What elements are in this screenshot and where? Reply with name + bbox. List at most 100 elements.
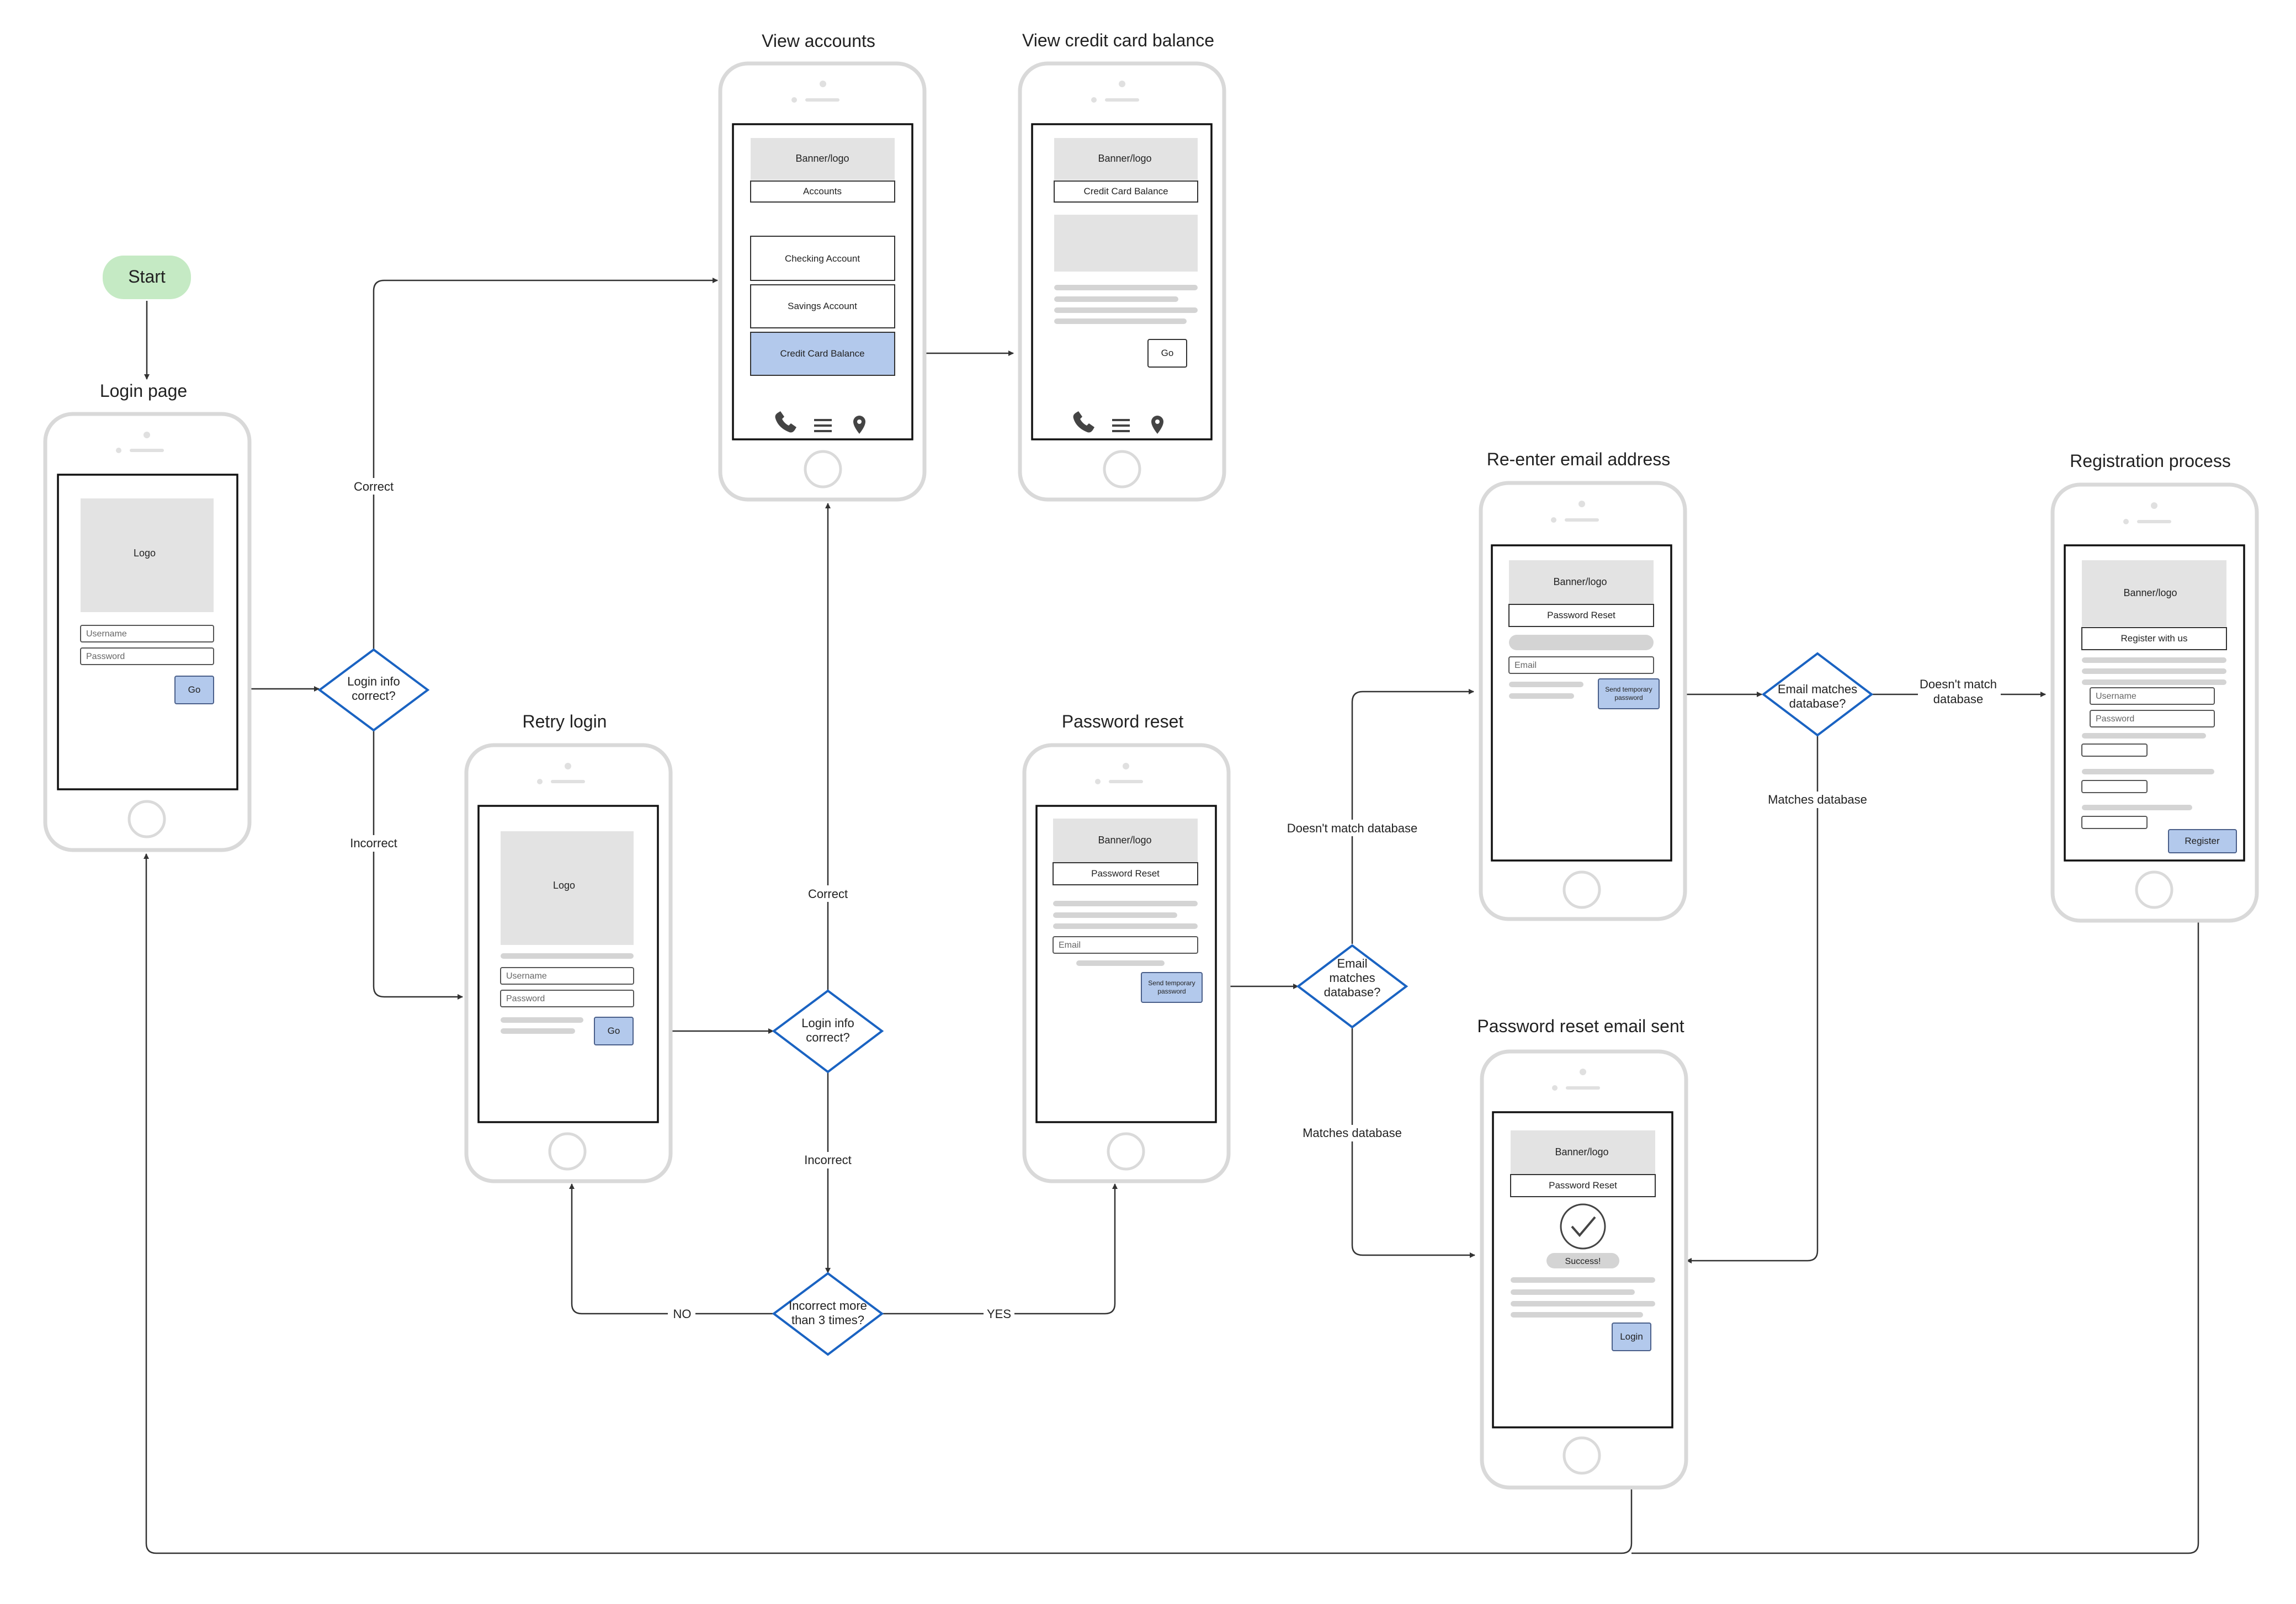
go-button[interactable] (174, 676, 214, 704)
camera-dot (144, 432, 150, 438)
register-button-label: Register (2185, 836, 2220, 846)
label-no: NO (673, 1307, 692, 1321)
image-placeholder (1054, 215, 1198, 272)
success-badge (1546, 1253, 1619, 1268)
username-placeholder: Username (86, 629, 127, 639)
username-placeholder: Username (506, 971, 547, 981)
send-temporary-password-line2: password (1157, 987, 1186, 995)
connector-correct-to-accounts (373, 278, 718, 651)
logo-placeholder (501, 831, 634, 945)
decision-email-check: Email matches database? (1296, 944, 1409, 1029)
location-pin-icon[interactable] (853, 416, 865, 434)
username-field[interactable] (500, 967, 634, 985)
frame-reenter-email: Re-enter email address Banner/logo Passw… (1479, 449, 1687, 921)
username-field[interactable] (80, 625, 214, 642)
label-matches-2: Matches database (1768, 793, 1867, 806)
frame-password-reset: Password reset Banner/logo Password Rese… (1022, 711, 1231, 1183)
phone-icon[interactable] (775, 411, 797, 433)
register-button[interactable] (2168, 829, 2237, 853)
camera-dot (1580, 1069, 1586, 1075)
login-button[interactable] (1612, 1322, 1651, 1351)
location-pin-icon[interactable] (1151, 416, 1163, 434)
decision-email-check-line2: matches (1329, 971, 1375, 985)
decision-retry-check: Login info correct? (772, 989, 884, 1074)
form-field[interactable] (2081, 816, 2148, 829)
decision-email-check-2: Email matches database? (1761, 652, 1874, 737)
start-label: Start (128, 267, 166, 286)
menu-icon[interactable] (814, 419, 832, 432)
send-temporary-password-line2: password (1614, 694, 1643, 702)
screen-header (1054, 180, 1198, 203)
username-field[interactable] (2090, 687, 2215, 705)
decision-retry-check-line1: Login info (801, 1016, 854, 1030)
camera-dot (820, 81, 826, 87)
text-line (2082, 733, 2206, 739)
label-doesnt-match-2b: database (1933, 692, 1984, 706)
text-line (1509, 682, 1583, 687)
checking-account-row[interactable] (750, 236, 895, 281)
form-field[interactable] (2081, 780, 2148, 793)
frame-title: Registration process (2070, 451, 2231, 471)
connector-no-to-retry (569, 1183, 773, 1315)
label-doesnt-match-2a: Doesn't match (1920, 677, 1997, 691)
screen-header-label: Password Reset (1091, 868, 1160, 879)
screen-header-label: Credit Card Balance (1083, 186, 1168, 196)
connector-labels: Correct Incorrect Correct Incorrect NO Y… (345, 478, 2001, 1321)
label-matches-1: Matches database (1303, 1126, 1402, 1140)
text-line (1511, 1277, 1655, 1283)
banner-label: Banner/logo (1555, 1146, 1608, 1157)
frame-login-page: Login page Logo Username Password Go (43, 381, 252, 852)
sensor-dot (1091, 97, 1097, 103)
text-line (1053, 923, 1198, 929)
frame-credit-card-balance: View credit card balance Banner/logo Cre… (1018, 30, 1226, 502)
connector-incorrect-to-retry (373, 730, 463, 1000)
label-incorrect-1: Incorrect (350, 836, 397, 850)
camera-dot (565, 763, 571, 769)
credit-card-balance-row[interactable] (750, 332, 895, 376)
go-button-label: Go (188, 684, 201, 695)
email-field[interactable] (1508, 656, 1654, 674)
logo-label: Logo (553, 880, 575, 891)
label-correct-1: Correct (354, 480, 394, 493)
savings-account-label: Savings Account (788, 301, 857, 311)
speaker-slot (551, 780, 585, 783)
phone-icon[interactable] (1073, 411, 1095, 433)
banner-placeholder (1054, 138, 1198, 180)
home-button (548, 1132, 587, 1171)
decision-email-check-line1: Email (1337, 957, 1367, 970)
camera-dot (2151, 502, 2157, 509)
sensor-dot (1552, 1085, 1558, 1091)
logo-label: Logo (134, 548, 156, 559)
banner-label: Banner/logo (795, 153, 849, 164)
text-line (501, 953, 634, 959)
email-field[interactable] (1053, 936, 1198, 954)
text-line (1054, 296, 1178, 302)
send-temporary-password-button[interactable] (1141, 972, 1203, 1003)
password-field[interactable] (2090, 710, 2215, 727)
text-line (501, 1028, 575, 1034)
camera-dot (1123, 763, 1129, 769)
password-field[interactable] (500, 990, 634, 1007)
menu-icon[interactable] (1112, 419, 1130, 432)
frame-view-accounts: View accounts Banner/logo Accounts Check… (718, 31, 927, 502)
go-button[interactable] (1147, 339, 1187, 368)
sensor-dot (2123, 519, 2129, 524)
text-line (1076, 960, 1165, 966)
frame-title: Re-enter email address (1487, 449, 1671, 469)
home-button (127, 800, 166, 838)
sensor-dot (537, 779, 543, 784)
connector-nomatch-to-reenter (1351, 689, 1474, 944)
screen-header (1508, 604, 1654, 627)
send-temporary-password-button[interactable] (1598, 678, 1660, 709)
connector-match2-to-sent (1686, 736, 1819, 1263)
credit-card-balance-label: Credit Card Balance (780, 348, 864, 359)
password-field[interactable] (80, 647, 214, 665)
decision-attempts-line2: than 3 times? (791, 1313, 864, 1327)
banner-label: Banner/logo (1098, 153, 1151, 164)
savings-account-row[interactable] (750, 284, 895, 328)
go-button[interactable] (594, 1017, 634, 1045)
text-line (1511, 1312, 1643, 1318)
form-field[interactable] (2081, 743, 2148, 757)
login-button-label: Login (1620, 1331, 1643, 1342)
